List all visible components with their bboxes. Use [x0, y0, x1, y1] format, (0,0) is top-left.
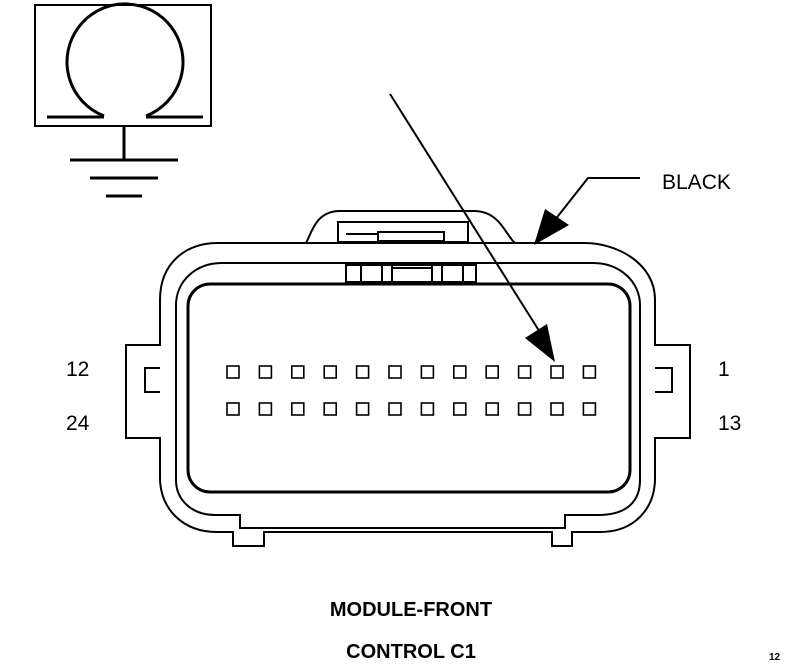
pin-16	[485, 402, 500, 416]
pin-2	[550, 365, 564, 379]
wire-color-leader	[534, 177, 640, 245]
pin-label-bottom-right: 13	[718, 412, 741, 435]
pin-4	[485, 365, 500, 379]
pin-pointer-arrow	[389, 93, 555, 362]
pin-15	[517, 402, 532, 416]
pin-5	[452, 365, 467, 379]
connector-title-line1: MODULE-FRONT	[330, 599, 492, 621]
pin-label-top-right: 1	[718, 358, 730, 381]
pin-3	[517, 365, 532, 379]
corner-reference-number: 12	[769, 652, 781, 663]
pin-8	[355, 365, 370, 379]
pin-12	[226, 365, 240, 379]
pin-14	[550, 402, 564, 416]
connector-title-line2: CONTROL C1	[346, 641, 476, 663]
pin-label-bottom-left: 24	[66, 412, 90, 435]
pin-6	[420, 365, 435, 379]
ground-icon	[70, 126, 178, 198]
connector-body	[125, 210, 691, 547]
connector-symbol-icon	[34, 2, 212, 127]
pin-22	[290, 402, 305, 416]
pin-21	[323, 402, 338, 416]
pin-19	[388, 402, 402, 416]
pin-label-top-left: 12	[66, 358, 89, 381]
pin-18	[420, 402, 435, 416]
pin-20	[355, 402, 370, 416]
pin-11	[258, 365, 273, 379]
pin-17	[452, 402, 467, 416]
pin-10	[290, 365, 305, 379]
pin-13	[582, 402, 597, 416]
pin-24	[226, 402, 240, 416]
pin-7	[388, 365, 402, 379]
pin-grid	[226, 365, 597, 416]
pin-1	[582, 365, 597, 379]
wire-color-label: BLACK	[662, 171, 731, 194]
pin-9	[323, 365, 338, 379]
pin-23	[258, 402, 273, 416]
